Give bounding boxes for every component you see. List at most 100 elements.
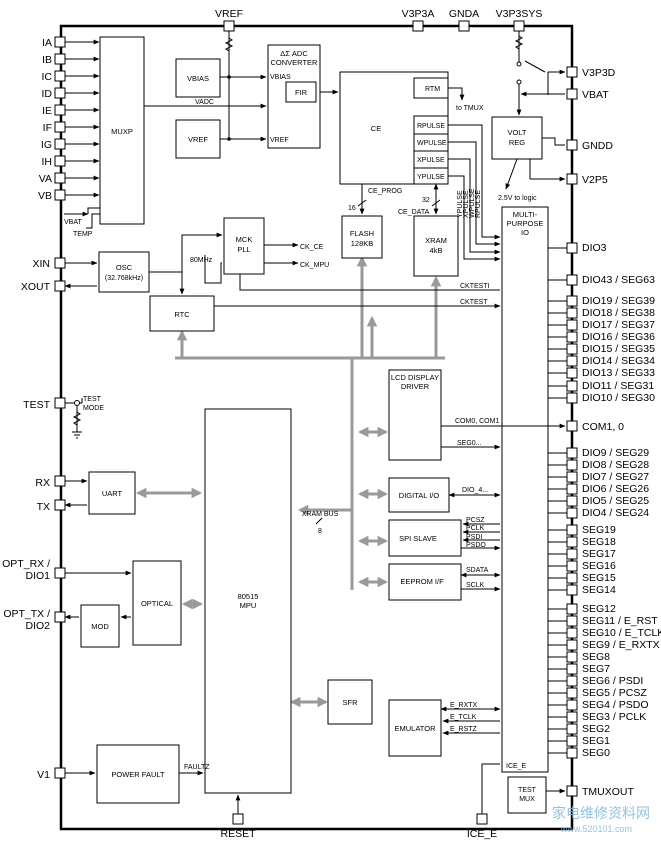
flash-label-2: 128KB — [351, 239, 374, 248]
left-pin-ic: IC — [42, 70, 100, 83]
volt-reg-block: VOLT REG — [491, 116, 543, 160]
pin-label-dio17: DIO17 / SEG37 — [582, 319, 655, 331]
osc-block: OSC (32.768kHz) — [98, 251, 150, 293]
vadc-signal: VADC — [195, 99, 214, 106]
psdi-label: PSDI — [466, 534, 482, 541]
pin-label-dio15: DIO15 / SEG35 — [582, 343, 655, 355]
lcd-label-2: DRIVER — [401, 382, 430, 391]
vbat-input-label: VBAT — [64, 219, 82, 226]
pin-label-dio2: DIO2 — [25, 620, 50, 632]
pll-label: PLL — [237, 245, 250, 254]
e-rstz-label: E_RSTZ — [450, 726, 478, 733]
left-pin-xout: XOUT — [21, 280, 97, 293]
spi-slave-block: SPI SLAVE — [388, 519, 462, 557]
xram-bus-width-32: 32 — [422, 197, 430, 204]
xram-bus — [135, 255, 445, 708]
left-pin-v1: V1 — [37, 767, 96, 781]
pin-label-top-vref: VREF — [215, 8, 243, 20]
e-rxtx-label: E_RXTX — [450, 702, 478, 709]
pin-label-seg14: SEG14 — [582, 584, 616, 596]
pin-label-seg1: SEG1 — [582, 735, 610, 747]
pin-label-xout: XOUT — [21, 281, 51, 293]
multi-io-label-3: IO — [521, 228, 529, 237]
vbias-block: VBIAS — [175, 58, 221, 98]
top-pin-v3p3sys: V3P3SYS — [496, 8, 543, 32]
xram-label-1: XRAM — [425, 236, 447, 245]
test-mux-block: TEST MUX — [507, 776, 547, 814]
mpu-label-1: 80515 — [238, 592, 259, 601]
uart-block: UART — [88, 471, 136, 515]
fir-block — [285, 81, 317, 103]
seg0-label: SEG0... — [457, 440, 482, 447]
pin-label-seg18: SEG18 — [582, 536, 616, 548]
pin-label-ib: IB — [42, 54, 52, 66]
left-pin-ih: IH — [42, 155, 100, 168]
pin-label-dio18: DIO18 / SEG38 — [582, 307, 655, 319]
io-pin-links — [548, 247, 567, 754]
cktesti-label: CKTESTI — [460, 283, 490, 290]
pin-label-seg15: SEG15 — [582, 572, 616, 584]
sfr-label: SFR — [343, 698, 359, 707]
pin-label-seg11: SEG11 / E_RST — [582, 615, 658, 627]
left-pin-xin: XIN — [32, 257, 98, 270]
power-fault-label: POWER FAULT — [111, 770, 165, 779]
multi-io-label-1: MULTI- — [513, 210, 538, 219]
osc-label-2: (32.768kHz) — [105, 275, 143, 282]
pcsz-label: PCSZ — [466, 517, 485, 524]
uart-label: UART — [102, 489, 123, 498]
pin-label-dio8: DIO8 / SEG28 — [582, 459, 649, 471]
xpulse-vertical: XPULSE — [463, 190, 470, 218]
pin-label-dio5: DIO5 / SEG25 — [582, 495, 649, 507]
left-pin-opt-tx: OPT_TX / DIO2 — [3, 608, 79, 632]
pin-label-ice-e: ICE_E — [467, 828, 497, 840]
pin-label-ig: IG — [41, 139, 52, 151]
pin-label-dio13: DIO13 / SEG33 — [582, 367, 655, 379]
left-pin-ig: IG — [41, 138, 100, 151]
pin-label-reset: RESET — [220, 828, 256, 840]
pin-label-id: ID — [42, 88, 53, 100]
pin-label-if: IF — [43, 122, 52, 134]
pin-label-opt-tx: OPT_TX / — [3, 608, 50, 620]
pin-label-va: VA — [39, 173, 52, 185]
lcd-label-1: LCD DISPLAY — [391, 373, 439, 382]
pin-label-dio16: DIO16 / SEG36 — [582, 331, 655, 343]
left-pin-test: TEST TEST MODE — [23, 396, 104, 439]
xram-label-2: 4kB — [430, 246, 443, 255]
pin-label-dio6: DIO6 / SEG26 — [582, 483, 649, 495]
pin-label-v3p3d: V3P3D — [582, 67, 616, 79]
pin-label-seg17: SEG17 — [582, 548, 616, 560]
cktest-label: CKTEST — [460, 299, 488, 306]
test-mux-label-2: MUX — [519, 796, 535, 803]
pin-label-ic: IC — [42, 71, 53, 83]
wpulse-vertical: WPULSE — [469, 188, 476, 218]
sclk-label: SCLK — [466, 582, 485, 589]
fir-label: FIR — [295, 88, 308, 97]
pin-label-seg9: SEG9 / E_RXTX — [582, 639, 660, 651]
pin-label-dio43: DIO43 / SEG63 — [582, 274, 655, 286]
left-pin-ia: IA — [42, 36, 100, 49]
pin-label-v3p3sys: V3P3SYS — [496, 8, 543, 20]
eeprom-block: EEPROM I/F — [388, 563, 462, 601]
pin-label-seg2: SEG2 — [582, 723, 610, 735]
xram-bus-width: 8 — [318, 528, 322, 535]
pin-label-tx: TX — [37, 501, 50, 513]
vref-block: VREF — [175, 119, 221, 159]
left-pin-ib: IB — [42, 53, 100, 66]
pin-label-com: COM1, 0 — [582, 421, 624, 433]
rtc-block: RTC — [149, 295, 215, 332]
com01-label: COM0, COM1 — [455, 418, 499, 425]
watermark-url: www.520101.com — [560, 824, 632, 834]
pin-label-v2p5: V2P5 — [582, 174, 608, 186]
muxp-block: MUXP — [99, 36, 145, 225]
volt-reg-label-2: REG — [509, 138, 525, 147]
pin-label-dio3: DIO3 — [582, 242, 607, 254]
pin-label-rx: RX — [35, 477, 50, 489]
temp-label: TEMP — [73, 231, 93, 238]
ce-data-label: CE_DATA — [398, 209, 430, 216]
osc-label-1: OSC — [116, 263, 133, 272]
pin-label-dio7: DIO7 / SEG27 — [582, 471, 649, 483]
eeprom-label: EEPROM I/F — [400, 577, 444, 586]
power-switch — [514, 31, 566, 116]
pin-label-ie: IE — [42, 105, 52, 117]
